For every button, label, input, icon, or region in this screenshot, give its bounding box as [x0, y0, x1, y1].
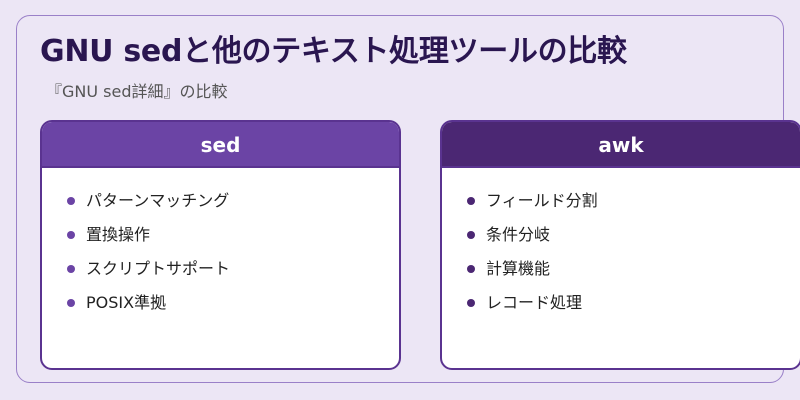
list-item: 計算機能: [442, 252, 800, 286]
list-item: フィールド分割: [442, 184, 800, 218]
page-subtitle: 『GNU sed詳細』の比較: [46, 82, 228, 101]
list-item: 置換操作: [42, 218, 399, 252]
bullet-icon: [467, 299, 475, 307]
list-item-label: 条件分岐: [486, 225, 551, 244]
list-item: スクリプトサポート: [42, 252, 399, 286]
awk-card: awk フィールド分割 条件分岐 計算機能 レコード処理: [440, 120, 800, 370]
bullet-icon: [467, 197, 475, 205]
list-item-label: レコード処理: [486, 293, 583, 312]
list-item-label: 計算機能: [486, 259, 551, 278]
bullet-icon: [67, 299, 75, 307]
bullet-icon: [467, 265, 475, 273]
bullet-icon: [67, 265, 75, 273]
list-item: 条件分岐: [442, 218, 800, 252]
awk-feature-list: フィールド分割 条件分岐 計算機能 レコード処理: [442, 168, 800, 320]
list-item-label: フィールド分割: [486, 191, 598, 210]
sed-card-header: sed: [42, 122, 399, 166]
list-item: レコード処理: [442, 286, 800, 320]
list-item-label: 置換操作: [86, 225, 151, 244]
bullet-icon: [67, 231, 75, 239]
awk-card-header: awk: [442, 122, 800, 166]
list-item-label: POSIX準拠: [86, 293, 167, 312]
list-item: POSIX準拠: [42, 286, 399, 320]
sed-feature-list: パターンマッチング 置換操作 スクリプトサポート POSIX準拠: [42, 168, 399, 320]
bullet-icon: [67, 197, 75, 205]
awk-card-divider: [442, 166, 800, 168]
sed-card: sed パターンマッチング 置換操作 スクリプトサポート POSIX準拠: [40, 120, 401, 370]
page-title: GNU sedと他のテキスト処理ツールの比較: [40, 34, 627, 69]
list-item-label: パターンマッチング: [86, 191, 230, 210]
list-item-label: スクリプトサポート: [86, 259, 231, 278]
bullet-icon: [467, 231, 475, 239]
list-item: パターンマッチング: [42, 184, 399, 218]
sed-card-divider: [42, 166, 399, 168]
